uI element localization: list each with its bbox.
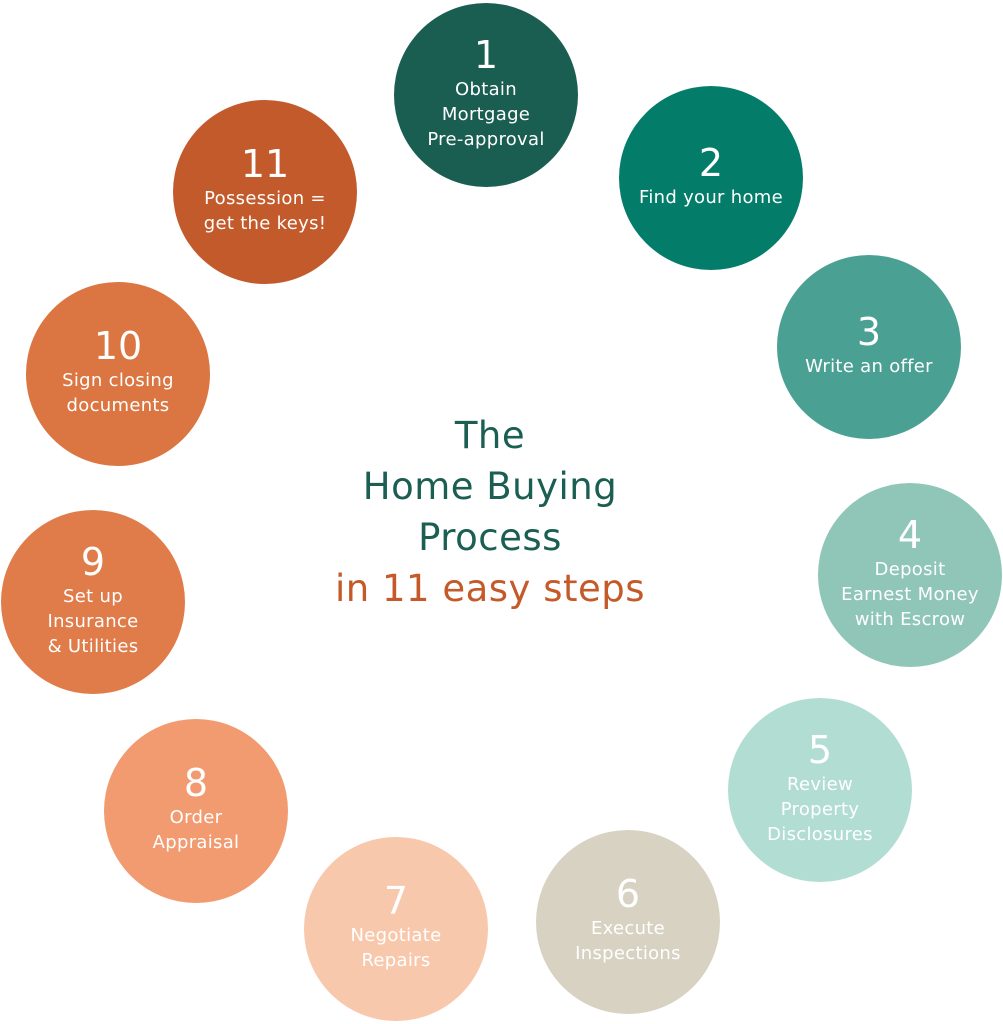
step-label: Deposit Earnest Money with Escrow — [841, 558, 979, 630]
step-label: Obtain Mortgage Pre-approval — [427, 78, 545, 150]
step-8-circle: 8 Order Appraisal — [104, 719, 288, 903]
step-number: 3 — [856, 309, 882, 354]
step-number: 6 — [615, 872, 641, 916]
step-number: 4 — [897, 512, 923, 557]
step-5-circle: 5 Review Property Disclosures — [728, 698, 912, 882]
step-label: Negotiate Repairs — [350, 925, 442, 971]
step-10-circle: 10 Sign closing documents — [26, 282, 210, 466]
step-label: Execute Inspections — [575, 918, 681, 964]
title-line-3: Process — [418, 516, 562, 559]
step-number: 8 — [183, 761, 209, 805]
step-9-circle: 9 Set up Insurance & Utilities — [1, 510, 185, 694]
title-subtitle: in 11 easy steps — [334, 567, 646, 610]
step-label: Review Property Disclosures — [767, 773, 873, 845]
step-label: Possession = get the keys! — [203, 188, 327, 234]
step-2-circle: 2 Find your home — [619, 86, 803, 270]
title-line-1: The — [454, 414, 526, 457]
step-label: Order Appraisal — [152, 807, 240, 853]
step-number: 10 — [93, 324, 143, 368]
title-line-2: Home Buying — [362, 465, 618, 508]
step-7-circle: 7 Negotiate Repairs — [304, 837, 488, 1021]
step-label: Find your home — [638, 186, 784, 208]
diagram-title: The Home Buying Process in 11 easy steps — [290, 410, 690, 614]
step-number: 5 — [807, 727, 833, 772]
step-number: 11 — [240, 142, 290, 186]
step-6-circle: 6 Execute Inspections — [536, 830, 720, 1014]
step-label: Write an offer — [805, 355, 933, 377]
step-number: 1 — [473, 32, 499, 77]
step-11-circle: 11 Possession = get the keys! — [173, 100, 357, 284]
step-number: 9 — [80, 539, 106, 584]
step-label: Set up Insurance & Utilities — [47, 585, 139, 657]
step-1-circle: 1 Obtain Mortgage Pre-approval — [394, 3, 578, 187]
step-label: Sign closing documents — [62, 370, 174, 416]
step-number: 2 — [698, 140, 724, 185]
step-4-circle: 4 Deposit Earnest Money with Escrow — [818, 483, 1002, 667]
step-3-circle: 3 Write an offer — [777, 255, 961, 439]
step-number: 7 — [383, 879, 409, 923]
